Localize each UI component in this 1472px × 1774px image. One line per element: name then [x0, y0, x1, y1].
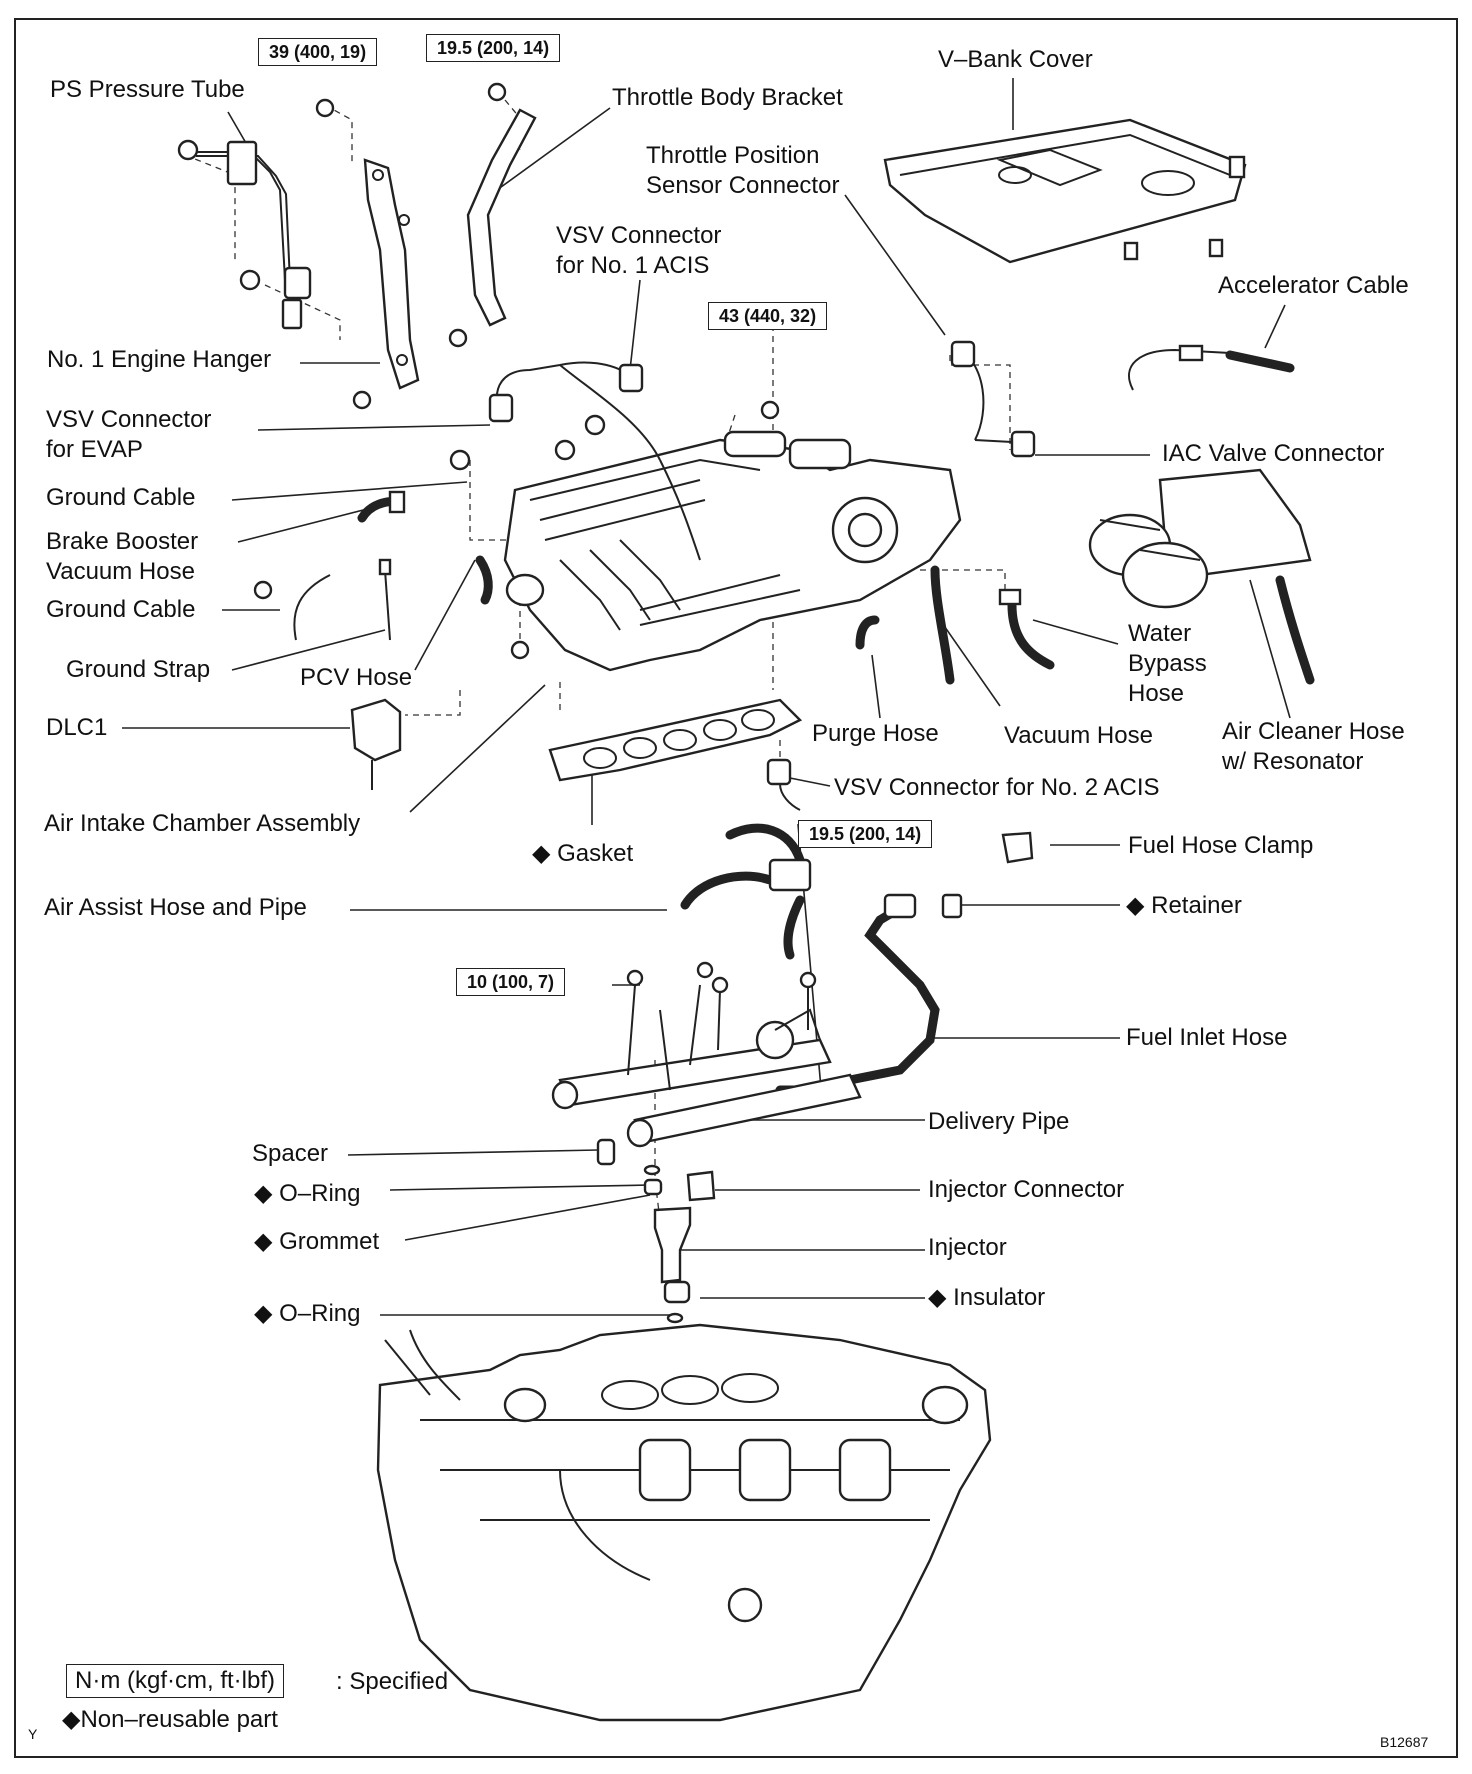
diagram-frame — [14, 18, 1458, 1758]
label-ground-strap: Ground Strap — [66, 656, 211, 683]
torque-spec-bracket: 19.5 (200, 14) — [426, 34, 561, 62]
label-tps-connector-line1: Throttle Position — [646, 142, 820, 169]
wire-harness — [488, 340, 1036, 561]
vsv-acis2-connector — [766, 758, 801, 811]
engine-block — [376, 1323, 992, 1722]
delivery-pipe — [551, 961, 862, 1148]
engine-hanger — [315, 98, 420, 410]
label-air-cleaner-hose-line1: Air Cleaner Hose — [1222, 718, 1405, 745]
label-vsv-acis1-line2: for No. 1 ACIS — [556, 252, 710, 279]
accelerator-cable — [1128, 344, 1295, 391]
air-intake-chamber — [449, 400, 962, 672]
intake-gasket — [548, 698, 803, 782]
label-injector-connector: Injector Connector — [928, 1176, 1125, 1203]
label-vsv-acis2: VSV Connector for No. 2 ACIS — [834, 774, 1160, 801]
label-gasket: ◆ Gasket — [532, 840, 634, 867]
label-ground-cable-1: Ground Cable — [46, 484, 196, 511]
label-o-ring-2: ◆ O–Ring — [254, 1300, 361, 1327]
label-water-bypass-line3: Hose — [1128, 680, 1185, 707]
torque-spec-manifold: 43 (440, 32) — [708, 302, 828, 330]
label-accelerator-cable: Accelerator Cable — [1218, 272, 1409, 299]
torque-spec-delivery-pipe: 10 (100, 7) — [456, 968, 566, 996]
torque-spec-air-assist: 19.5 (200, 14) — [798, 820, 933, 848]
label-ps-pressure-tube: PS Pressure Tube — [50, 76, 245, 103]
ground-cable — [253, 558, 392, 641]
label-water-bypass-line1: Water — [1128, 620, 1192, 647]
retainer — [941, 893, 963, 919]
label-brake-booster-line2: Vacuum Hose — [46, 558, 195, 585]
label-ground-cable-2: Ground Cable — [46, 596, 196, 623]
label-engine-hanger: No. 1 Engine Hanger — [47, 346, 272, 373]
torque-spec-ps-tube: 39 (400, 19) — [258, 38, 378, 66]
legend-unit-box: N·m (kgf·cm, ft·lbf) — [66, 1664, 284, 1698]
pcv-hose — [475, 555, 493, 605]
label-vsv-evap-line1: VSV Connector — [46, 406, 212, 433]
purge-hose — [855, 615, 880, 650]
label-fuel-hose-clamp: Fuel Hose Clamp — [1128, 832, 1314, 859]
label-delivery-pipe: Delivery Pipe — [928, 1108, 1070, 1135]
label-air-assist-hose: Air Assist Hose and Pipe — [44, 894, 307, 921]
figure-id: B12687 — [1380, 1734, 1429, 1750]
leader-lines — [122, 78, 1291, 1316]
air-cleaner-hose — [1088, 468, 1315, 685]
label-water-bypass-line2: Bypass — [1128, 650, 1207, 677]
dlc1 — [350, 698, 402, 790]
throttle-body-bracket — [448, 82, 537, 348]
label-vsv-acis1-line1: VSV Connector — [556, 222, 722, 249]
brake-booster-hose — [357, 490, 406, 523]
fuel-hose-clamp — [1001, 831, 1034, 864]
label-injector: Injector — [928, 1234, 1007, 1261]
label-spacer: Spacer — [252, 1140, 329, 1167]
label-vsv-evap-line2: for EVAP — [46, 436, 143, 463]
label-purge-hose: Purge Hose — [812, 720, 939, 747]
vacuum-hose — [930, 565, 955, 685]
label-air-intake-chamber: Air Intake Chamber Assembly — [44, 810, 361, 837]
label-throttle-body-bracket: Throttle Body Bracket — [612, 84, 843, 111]
corner-mark: Y — [28, 1726, 38, 1742]
label-grommet: ◆ Grommet — [254, 1228, 380, 1255]
legend-specified: : Specified — [336, 1668, 449, 1695]
label-pcv-hose: PCV Hose — [300, 664, 413, 691]
label-brake-booster-line1: Brake Booster — [46, 528, 199, 555]
label-retainer: ◆ Retainer — [1126, 892, 1242, 919]
air-assist-hose — [680, 823, 812, 960]
label-fuel-inlet-hose: Fuel Inlet Hose — [1126, 1024, 1288, 1051]
label-iac-valve-connector: IAC Valve Connector — [1162, 440, 1385, 467]
legend-non-reusable: ◆Non–reusable part — [62, 1706, 278, 1733]
water-bypass-hose — [998, 588, 1055, 670]
injector-stack — [596, 1138, 716, 1324]
v-bank-cover — [883, 118, 1247, 264]
label-vacuum-hose: Vacuum Hose — [1004, 722, 1153, 749]
label-o-ring-1: ◆ O–Ring — [254, 1180, 361, 1207]
label-tps-connector-line2: Sensor Connector — [646, 172, 840, 199]
label-dlc1: DLC1 — [46, 714, 108, 741]
ps-pressure-tube — [177, 139, 312, 330]
label-insulator: ◆ Insulator — [928, 1284, 1046, 1311]
label-air-cleaner-hose-line2: w/ Resonator — [1222, 748, 1364, 775]
label-v-bank-cover: V–Bank Cover — [938, 46, 1093, 73]
